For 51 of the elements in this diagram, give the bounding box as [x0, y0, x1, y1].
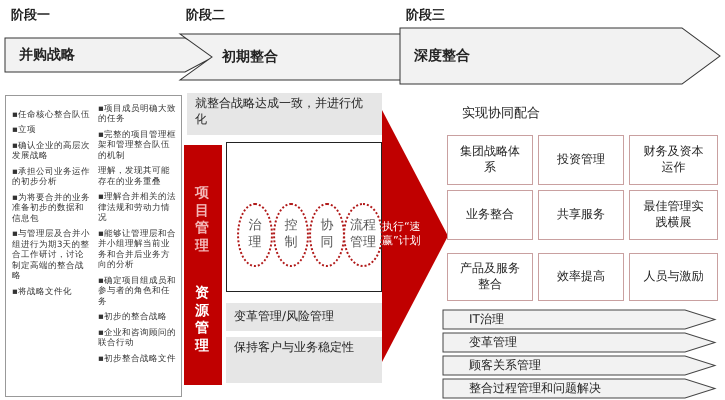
- phase-heading: 阶段二: [186, 7, 225, 24]
- vertical-band: [184, 145, 222, 385]
- panel-box: [226, 142, 382, 292]
- bullet-item: ▪与管理层及合并小组进行为期3天的整合工作研讨，讨论制定高端的整合战略: [12, 229, 90, 282]
- bullet-item: 理解，发现其可能存在的业务重叠: [98, 166, 171, 188]
- task-box: 保持客户与业务稳定性: [226, 337, 382, 383]
- capability-box: 人员与激励: [629, 253, 718, 301]
- bullet-item: ▪立项: [12, 125, 37, 136]
- dotted-oval: [273, 203, 309, 267]
- bullet-item: ▪完整的项目管理框架和管理整合队伍的机制: [98, 130, 177, 162]
- bullet-item: ▪承担公司业务运作的初步分析: [12, 166, 90, 188]
- bullet-item: ▪确认企业的高层次发展战略: [12, 140, 90, 162]
- bullet-item: ▪初步的整合战略: [98, 312, 168, 323]
- capability-box: 投资管理: [538, 135, 624, 185]
- bar-label: 变革管理: [469, 334, 517, 351]
- bullet-item: ▪企业和咨询顾问的联合行动: [98, 328, 177, 349]
- bullet-item: ▪确定项目组成员和参与者的角色和任务: [98, 276, 177, 308]
- capability-box: 财务及资本运作: [629, 135, 718, 185]
- task-box: 变革管理/风险管理: [226, 303, 382, 331]
- dotted-oval: [237, 203, 273, 267]
- bullet-item: ▪为将要合并的业务准备初步的数据和信息包: [12, 192, 90, 224]
- bullet-item: ▪将战略文件化: [12, 286, 73, 298]
- phase-title: 并购战略: [19, 46, 75, 64]
- bullet-item: ▪初步整合战略文件: [98, 354, 177, 364]
- oval-label: 协同: [320, 218, 334, 252]
- capability-box: 最佳管理实践横展: [629, 190, 718, 240]
- bar-label: 顾客关系管理: [469, 357, 541, 374]
- bullet-item: ▪任命核心整合队伍: [12, 110, 90, 120]
- capability-box: 效率提高: [538, 253, 624, 301]
- bar-label: 整合过程管理和问题解决: [469, 380, 601, 397]
- task-box: 就整合战略达成一致，并进行优化: [187, 93, 382, 135]
- capability-box: 业务整合: [447, 190, 533, 240]
- capability-box: 共享服务: [538, 190, 624, 240]
- bullet-item: ▪能够让管理层和合并小组理解当前业务和合并后业务方向的分析: [98, 228, 177, 271]
- section-heading: 实现协同配合: [462, 105, 540, 122]
- bullet-item: ▪项目成员明确大致的任务: [98, 104, 177, 125]
- dotted-oval: [309, 203, 345, 267]
- bar-label: IT治理: [469, 311, 504, 328]
- capability-box: 产品及服务整合: [447, 253, 533, 301]
- band-label: 项目管理: [194, 185, 210, 255]
- band-label: 资源管理: [194, 285, 210, 355]
- phase-heading: 阶段一: [11, 7, 50, 24]
- oval-label: 流程管理: [350, 218, 376, 252]
- oval-label: 治理: [248, 218, 262, 252]
- oval-label: 控制: [284, 218, 298, 252]
- bullet-item: ▪理解合并相关的法律法规和劳动力情况: [98, 192, 177, 224]
- phase-heading: 阶段三: [406, 7, 445, 24]
- phase-title: 初期整合: [222, 48, 278, 66]
- capability-box: 集团战略体系: [447, 135, 533, 185]
- phase-title: 深度整合: [414, 47, 470, 65]
- arrow-label: 执行“速赢”计划: [382, 220, 422, 249]
